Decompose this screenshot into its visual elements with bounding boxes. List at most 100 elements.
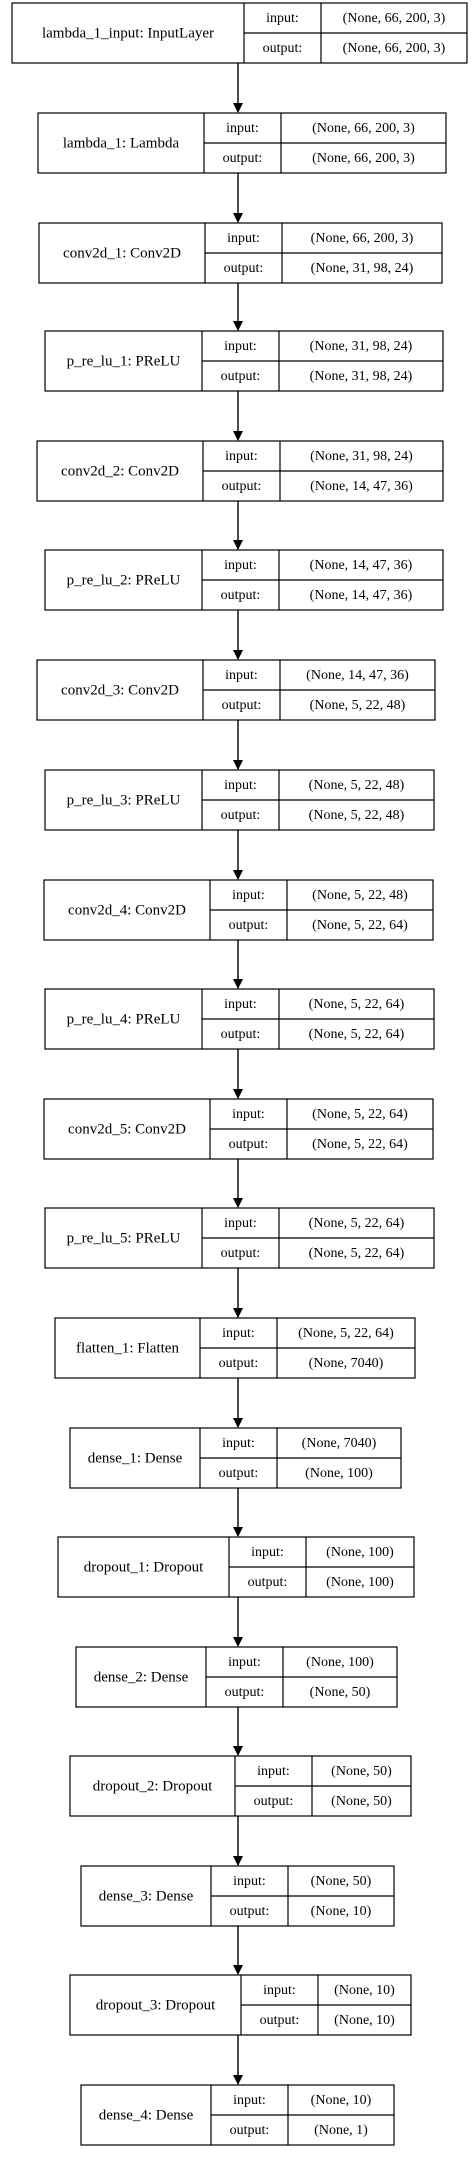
input-shape: (None, 100) (326, 1545, 394, 1560)
layer-name: p_re_lu_3: PReLU (67, 792, 181, 808)
layer-name: dropout_2: Dropout (93, 1778, 213, 1794)
layer-node: lambda_1_input: InputLayerinput:output:(… (11, 2, 468, 64)
output-label: output: (221, 1246, 261, 1261)
input-label: input: (232, 888, 265, 903)
input-shape: (None, 5, 22, 64) (298, 1326, 394, 1341)
output-label: output: (223, 151, 263, 166)
input-label: input: (226, 121, 259, 136)
layer-name: p_re_lu_1: PReLU (67, 353, 181, 369)
input-shape: (None, 7040) (302, 1436, 377, 1451)
input-label: input: (228, 1655, 261, 1670)
input-label: input: (263, 1983, 296, 1998)
output-label: output: (221, 369, 261, 384)
output-label: output: (221, 588, 261, 603)
layer-name: p_re_lu_4: PReLU (67, 1011, 181, 1027)
input-label: input: (233, 2093, 266, 2108)
layer-name: dropout_3: Dropout (96, 1997, 216, 2013)
output-shape: (None, 5, 22, 64) (312, 918, 408, 933)
output-label: output: (230, 2123, 270, 2138)
input-label: input: (224, 339, 257, 354)
output-shape: (None, 100) (326, 1575, 394, 1590)
layer-node: flatten_1: Flatten input: output: (None, 5,… (54, 1317, 416, 1379)
layer-node: dense_2: Dense input: output: (None, 100) (N… (75, 1646, 398, 1708)
input-shape: (None, 31, 98, 24) (310, 339, 413, 354)
layer-name: conv2d_1: Conv2D (63, 245, 181, 261)
output-label: output: (254, 1794, 294, 1809)
input-label: input: (257, 1764, 290, 1779)
input-label: input: (227, 231, 260, 246)
output-label: output: (221, 808, 261, 823)
input-label: input: (266, 11, 299, 26)
input-shape: (None, 66, 200, 3) (343, 11, 446, 26)
layer-name: conv2d_4: Conv2D (68, 902, 186, 918)
layer-name: dense_2: Dense (94, 1669, 189, 1685)
layer-name: conv2d_2: Conv2D (61, 463, 179, 479)
output-label: output: (248, 1575, 288, 1590)
layer-name: dense_1: Dense (88, 1450, 183, 1466)
layer-node: p_re_lu_1: PReLU input: output: (None, 31, … (44, 330, 444, 392)
output-shape: (None, 10) (334, 2013, 395, 2028)
input-label: input: (222, 1436, 255, 1451)
output-label: output: (225, 1685, 265, 1700)
input-shape: (None, 5, 22, 64) (309, 1216, 405, 1231)
output-shape: (None, 66, 200, 3) (312, 151, 415, 166)
input-shape: (None, 14, 47, 36) (306, 668, 409, 683)
input-shape: (None, 100) (306, 1655, 374, 1670)
layer-name: conv2d_5: Conv2D (68, 1121, 186, 1137)
layer-node: dropout_3: Dropout input: output: (None, 10… (69, 1974, 412, 2036)
output-label: output: (260, 2013, 300, 2028)
input-shape: (None, 5, 22, 64) (312, 1107, 408, 1122)
layer-name: p_re_lu_2: PReLU (67, 572, 181, 588)
layer-name: dropout_1: Dropout (84, 1559, 204, 1575)
layer-node: dropout_1: Dropout input: output: (None, 10… (57, 1536, 415, 1598)
output-label: output: (219, 1466, 259, 1481)
output-label: output: (224, 261, 264, 276)
layer-name: dense_4: Dense (99, 2107, 194, 2123)
output-label: output: (229, 1137, 269, 1152)
layer-name: flatten_1: Flatten (76, 1340, 179, 1356)
nodes-layer: lambda_1_input: InputLayerinput:output:(… (11, 2, 468, 2146)
output-shape: (None, 1) (314, 2123, 368, 2138)
output-shape: (None, 14, 47, 36) (310, 588, 413, 603)
input-label: input: (225, 668, 258, 683)
output-shape: (None, 14, 47, 36) (310, 479, 413, 494)
output-shape: (None, 50) (310, 1685, 371, 1700)
output-label: output: (230, 1904, 270, 1919)
input-label: input: (233, 1874, 266, 1889)
output-shape: (None, 5, 22, 64) (309, 1246, 405, 1261)
output-shape: (None, 7040) (309, 1356, 384, 1371)
layer-name: dense_3: Dense (99, 1888, 194, 1904)
input-shape: (None, 14, 47, 36) (310, 558, 413, 573)
input-label: input: (232, 1107, 265, 1122)
layer-node: dropout_2: Dropout input: output: (None, 50… (69, 1755, 412, 1817)
input-shape: (None, 66, 200, 3) (312, 121, 415, 136)
layer-node: conv2d_5: Conv2D input: output: (None, 5, 2… (43, 1098, 434, 1160)
output-label: output: (222, 479, 262, 494)
output-shape: (None, 10) (311, 1904, 372, 1919)
input-label: input: (225, 449, 258, 464)
input-shape: (None, 5, 22, 48) (312, 888, 408, 903)
output-shape: (None, 5, 22, 64) (312, 1137, 408, 1152)
output-label: output: (221, 1027, 261, 1042)
input-label: input: (224, 997, 257, 1012)
input-label: input: (222, 1326, 255, 1341)
output-shape: (None, 5, 22, 64) (309, 1027, 405, 1042)
input-shape: (None, 50) (331, 1764, 392, 1779)
layer-node: p_re_lu_4: PReLU input: output: (None, 5, 2… (44, 988, 435, 1050)
output-label: output: (219, 1356, 259, 1371)
input-shape: (None, 10) (334, 1983, 395, 1998)
layer-name: p_re_lu_5: PReLU (67, 1230, 181, 1246)
input-label: input: (224, 558, 257, 573)
output-label: output: (222, 698, 262, 713)
input-shape: (None, 5, 22, 48) (309, 778, 405, 793)
output-label: output: (263, 41, 303, 56)
input-label: input: (251, 1545, 284, 1560)
